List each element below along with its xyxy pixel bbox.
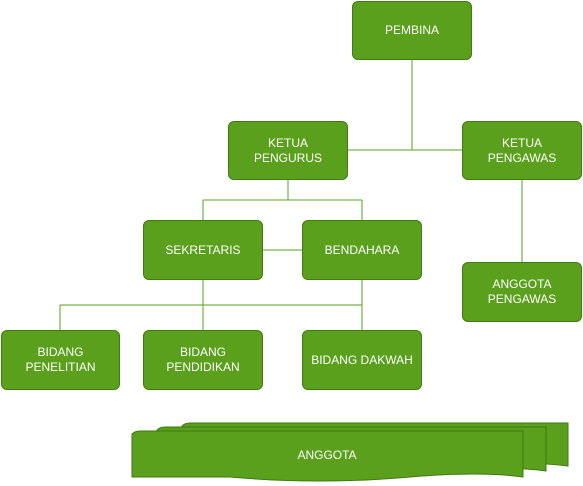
node-bendahara-label: BENDAHARA — [324, 242, 400, 257]
node-ketua-pengawas-label: KETUA PENGAWAS — [487, 135, 557, 165]
anggota-wave-front — [131, 430, 524, 482]
node-anggota-pengawas-label: ANGGOTA PENGAWAS — [487, 277, 557, 306]
connector-ketua-pengurus-down — [202, 180, 363, 220]
connector-bidang — [59, 280, 363, 330]
node-bidang-dakwah[interactable]: BIDANG DAKWAH — [302, 330, 422, 390]
node-anggota-pengawas[interactable]: ANGGOTA PENGAWAS — [462, 262, 582, 322]
anggota-stack — [131, 422, 569, 482]
node-bendahara[interactable]: BENDAHARA — [302, 220, 422, 280]
node-anggota[interactable]: ANGGOTA — [132, 440, 522, 470]
node-sekretaris[interactable]: SEKRETARIS — [143, 220, 263, 280]
node-bidang-pendidikan[interactable]: BIDANG PENDIDIKAN — [143, 330, 263, 390]
node-ketua-pengurus-label: KETUA PENGURUS — [253, 135, 322, 165]
node-bidang-penelitian-label: BIDANG PENELITIAN — [25, 345, 96, 374]
node-anggota-label: ANGGOTA — [297, 448, 357, 462]
node-ketua-pengawas[interactable]: KETUA PENGAWAS — [462, 121, 582, 180]
node-ketua-pengurus[interactable]: KETUA PENGURUS — [228, 121, 348, 180]
node-bidang-pendidikan-label: BIDANG PENDIDIKAN — [166, 345, 240, 374]
node-bidang-dakwah-label: BIDANG DAKWAH — [311, 352, 413, 367]
node-sekretaris-label: SEKRETARIS — [165, 242, 241, 257]
node-bidang-penelitian[interactable]: BIDANG PENELITIAN — [1, 330, 120, 390]
node-pembina-label: PEMBINA — [384, 23, 439, 37]
node-pembina[interactable]: PEMBINA — [352, 1, 472, 60]
